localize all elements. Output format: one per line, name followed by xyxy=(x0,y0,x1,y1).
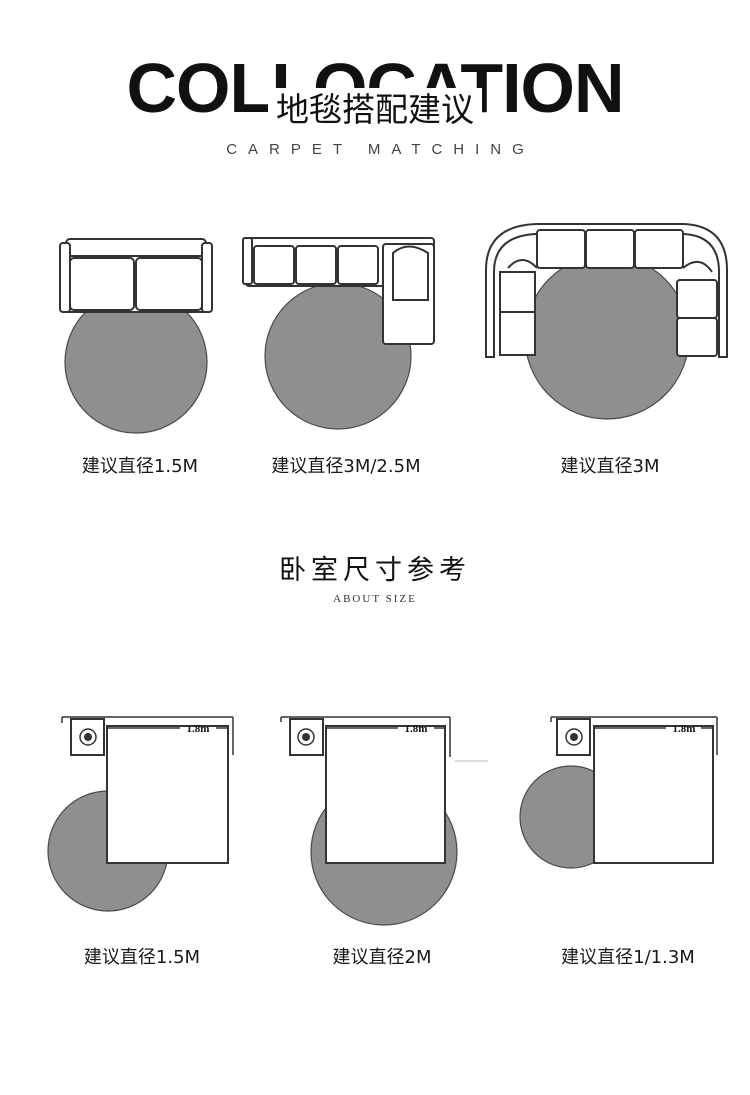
bedroom-caption-2: 建议直径2M xyxy=(332,947,432,968)
bed-1 xyxy=(106,725,229,864)
sofa-caption-3: 建议直径3M xyxy=(560,456,660,477)
bedroom-diagram-2: 1.8m xyxy=(280,716,488,926)
header-subtitle-en: CARPET MATCHING xyxy=(226,141,535,158)
bedroom-diagram-1: 1.8m xyxy=(47,716,234,912)
header-title-cn-wrap: 地毯搭配建议 xyxy=(0,88,750,132)
sofa-diagram-1 xyxy=(59,238,213,434)
bed-3 xyxy=(593,725,714,864)
rug-circle-3 xyxy=(524,254,690,420)
bed-2 xyxy=(325,725,446,864)
header-title-cn: 地毯搭配建议 xyxy=(268,88,482,132)
sofa-caption-1: 建议直径1.5M xyxy=(81,456,199,477)
bed-width-label-3: 1.8m xyxy=(673,723,696,735)
bedroom-diagram-3: 1.8m xyxy=(519,716,718,869)
bedroom-caption-3: 建议直径1/1.3M xyxy=(561,947,695,968)
bedroom-section-subtitle: ABOUT SIZE xyxy=(333,593,417,605)
bed-width-label-1: 1.8m xyxy=(187,723,210,735)
bedroom-section-title: 卧室尺寸参考 xyxy=(279,555,471,586)
sofa-diagram-2 xyxy=(242,237,435,430)
bed-width-label-2: 1.8m xyxy=(405,723,428,735)
bedroom-caption-1: 建议直径1.5M xyxy=(83,947,201,968)
nightstand-1 xyxy=(70,718,105,756)
sofa-diagram-3 xyxy=(485,223,728,420)
sofa-caption-2: 建议直径3M/2.5M xyxy=(271,456,421,477)
